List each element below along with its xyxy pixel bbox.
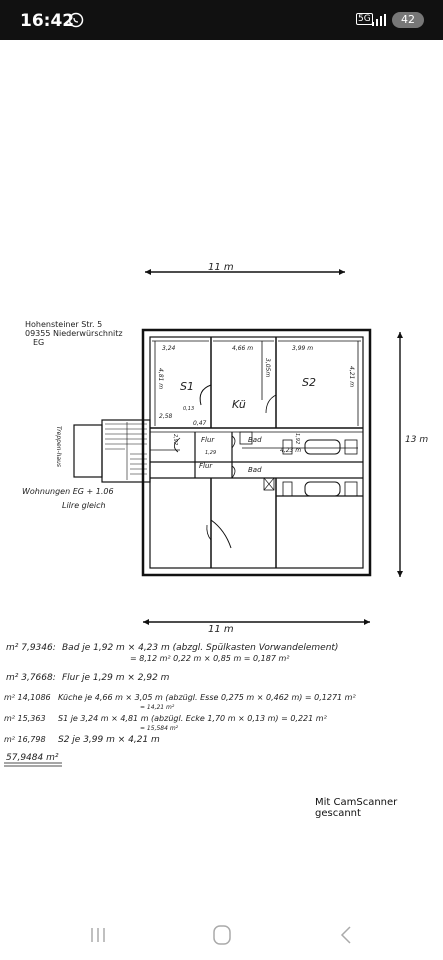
address-line-1: Hohensteiner Str. 5 [25, 320, 103, 329]
room-s1: S1 [180, 380, 194, 393]
room-flur-2: Flur [199, 462, 213, 470]
address-line-2: 09355 Niederwürschnitz [25, 329, 123, 338]
measure-3-24: 3,24 [162, 345, 176, 352]
calc-2-text: Flur je 1,29 m × 2,92 m [62, 673, 170, 683]
battery-icon: 42 [392, 12, 424, 28]
room-s2: S2 [302, 376, 316, 389]
dim-top-label: 11 m [208, 262, 234, 273]
navigation-bar [0, 910, 443, 960]
measure-3-05: 3,05m [264, 358, 271, 377]
back-icon[interactable] [326, 920, 366, 950]
room-kueche: Kü [232, 398, 246, 411]
camscanner-note: Mit CamScanner gescannt [315, 797, 398, 819]
clock: 16:42 [20, 11, 75, 31]
measure-0-47: 0,47 [193, 420, 207, 427]
calc-5-text: S2 je 3,99 m × 4,21 m [58, 735, 160, 745]
calc-3-sub: = 14,21 m² [140, 704, 175, 711]
measure-3-99: 3,99 m [292, 345, 313, 352]
calc-3-prefix: m² 14,1086 [4, 693, 51, 702]
room-flur-1: Flur [201, 436, 215, 444]
note-wohnungen: Wohnungen EG + 1.06 [22, 487, 114, 496]
calc-total: 57,9484 m² [6, 753, 59, 763]
calc-5-prefix: m² 16,798 [4, 735, 46, 744]
measure-1-92: 1,92 [294, 433, 300, 444]
network-badge: 5G [356, 13, 373, 25]
measure-4-81: 4,81 m [157, 368, 164, 389]
dim-bottom-label: 11 m [208, 624, 234, 635]
address-line-3: EG [33, 338, 45, 347]
scanned-document: Hohensteiner Str. 5 09355 Niederwürschni… [0, 40, 443, 910]
outer-wall [141, 328, 372, 577]
area-calculations: m² 7,9346: Bad je 1,92 m × 4,23 m (abzgl… [4, 643, 356, 767]
home-icon[interactable] [202, 920, 242, 950]
measure-4-23: 4,23 m [280, 447, 301, 454]
calc-1-text: Bad je 1,92 m × 4,23 m (abzgl. Spülkaste… [62, 643, 338, 653]
whatsapp-icon [68, 12, 84, 28]
note-gleich: Lilre gleich [62, 501, 106, 510]
measure-4-21: 4,21 m [348, 366, 355, 387]
address-block: Hohensteiner Str. 5 09355 Niederwürschni… [25, 320, 123, 347]
room-bad-1: Bad [248, 436, 262, 444]
calc-1-prefix: m² 7,9346: [6, 643, 56, 653]
measure-2-58: 2,58 [159, 413, 173, 420]
measure-4-66: 4,66 m [232, 345, 253, 352]
calc-4-text: S1 je 3,24 m × 4,81 m (abzügl. Ecke 1,70… [58, 714, 328, 723]
calc-3-text: Küche je 4,66 m × 3,05 m (abzügl. Esse 0… [58, 693, 356, 702]
stairwell [73, 424, 103, 478]
room-bad-2: Bad [248, 466, 262, 474]
dim-right-label: 13 m [405, 435, 428, 445]
calc-1-sub: = 8,12 m² 0,22 m × 0,85 m = 0,187 m² [130, 654, 290, 663]
floor-plan: 11 m 13 m 11 m [4, 262, 428, 767]
signal-icon [372, 14, 386, 26]
room-treppenhaus: Treppen-haus [55, 426, 62, 467]
calc-2-prefix: m² 3,7668: [6, 673, 56, 683]
measure-0-13: 0,13 [183, 406, 194, 412]
measure-2-92: 2,92 [172, 434, 178, 445]
inner-wall [149, 336, 364, 569]
measure-1-29: 1,29 [205, 450, 216, 456]
status-bar: 16:42 5G 42 [0, 0, 443, 40]
calc-4-sub: = 15,584 m² [140, 725, 179, 732]
battery-level: 42 [401, 13, 415, 26]
calc-4-prefix: m² 15,363 [4, 714, 46, 723]
recent-apps-icon[interactable] [78, 920, 118, 950]
